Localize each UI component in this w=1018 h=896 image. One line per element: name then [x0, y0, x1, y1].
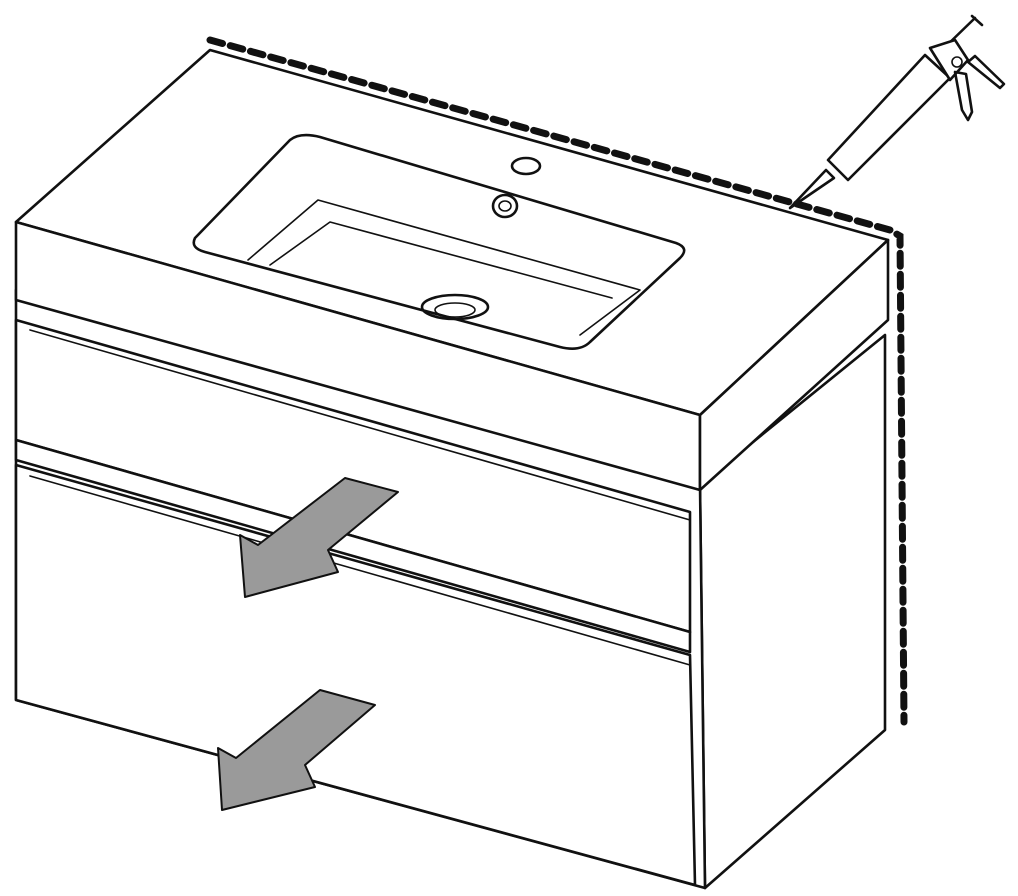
drain-outer: [420, 293, 490, 321]
washbasin: [14, 48, 890, 492]
caulking-gun-body: [928, 38, 970, 82]
silicone-seal-line: [206, 36, 908, 726]
caulking-gun-trigger: [966, 54, 1006, 90]
pull-out-arrow-upper: [239, 477, 399, 598]
overflow-hole: [491, 193, 519, 219]
pull-out-arrow-lower: [217, 689, 376, 811]
drain-inner: [434, 302, 476, 318]
caulking-gun-nozzle: [788, 168, 836, 210]
lower-drawer-handle-groove: [29, 475, 691, 666]
caulking-gun-icon: [788, 14, 1006, 210]
caulking-gun-rod-hook: [970, 14, 984, 27]
overflow-inner: [498, 200, 512, 212]
basin-inner-bowl: [247, 199, 641, 336]
caulking-gun-cartridge: [826, 53, 952, 182]
upper-drawer-handle-groove: [29, 329, 691, 521]
caulking-gun-handle: [953, 70, 974, 122]
basin-inner-floor: [269, 221, 613, 299]
tap-hole: [510, 156, 542, 176]
caulking-gun-pivot: [951, 56, 963, 68]
basin-right-face: [698, 238, 890, 492]
lower-drawer: [14, 463, 697, 887]
basin-outer-rim: [192, 133, 686, 350]
drawer-gap: [14, 438, 692, 654]
